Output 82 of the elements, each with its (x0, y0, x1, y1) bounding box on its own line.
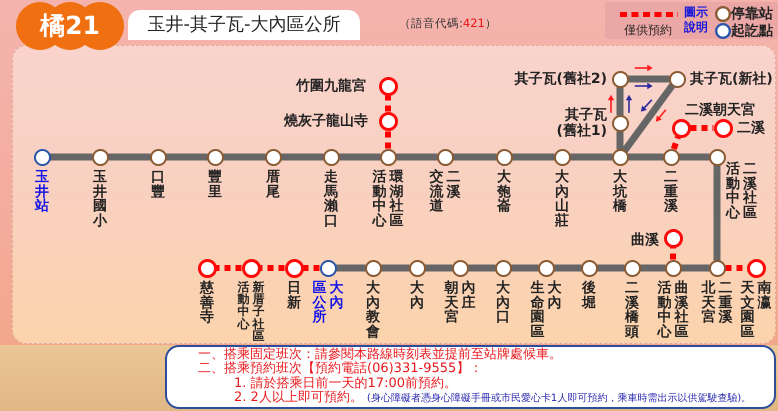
legend-title: 圖示說明 (684, 5, 709, 35)
station-name: 大內生命園區 (530, 281, 562, 339)
route-line (452, 154, 496, 160)
route-line (628, 154, 664, 160)
route-line (50, 154, 92, 160)
station-name: 大匏崙 (497, 170, 511, 214)
station-name: 走馬瀨口 (324, 170, 338, 228)
station-name: 二溪社區活動中心 (726, 162, 757, 220)
station-name: 日新 (287, 281, 301, 310)
station-name: 玉井國小 (93, 170, 107, 228)
dotted-line (304, 265, 320, 271)
note-text: 一、搭乘固定班次：請參閱本路線時刻表並提前至站牌處候車。 (198, 347, 562, 362)
route-line (622, 83, 676, 153)
route-line (424, 264, 452, 272)
route-line (512, 154, 554, 160)
station-name: 玉井站 (35, 170, 49, 214)
route-badge: 橘21 (16, 2, 124, 50)
station-name: 二重溪北天宮 (702, 281, 732, 324)
station-name: 厝尾 (266, 170, 280, 199)
dotted-line (690, 125, 714, 131)
route-line (222, 154, 266, 160)
dotted-line (670, 248, 676, 260)
route-line (678, 154, 710, 160)
notes-box (165, 345, 776, 409)
station-name: 燒灰子龍山寺 (284, 113, 368, 129)
route-line (166, 154, 208, 160)
note-text: 2. 2人以上即可預約。 (234, 390, 363, 405)
route-line (570, 154, 612, 160)
station-name: 大內山莊 (555, 170, 569, 228)
dotted-line (385, 96, 391, 112)
note-text: 1. 請於搭乘日前一天的17:00前預約。 (234, 376, 457, 391)
station-name: 環湖社區活動中心 (372, 170, 404, 228)
station-name: 南瀛天文園區 (740, 281, 772, 339)
legend-text: 僅供預約 (624, 22, 672, 38)
route-line (554, 264, 582, 272)
dotted-line (670, 136, 681, 150)
station-name: 慈善寺 (200, 281, 214, 324)
dotted-line (385, 130, 391, 148)
station-name: 二溪橋頭 (625, 281, 639, 339)
note-text: (身心障礙者憑身心障礙手冊或市民愛心卡1人即可預約，乘車時需出示以供駕駛查驗)。 (366, 393, 752, 404)
station-name: 大坑橋 (613, 170, 627, 214)
station-name: 大內區公所 (312, 281, 344, 324)
title-tab: 玉井-其子瓦-大內區公所 (128, 10, 360, 40)
route-line (616, 86, 624, 116)
station-name: 二溪 (737, 120, 765, 136)
legend-text: 停靠站 (731, 6, 773, 22)
legend-text: 起訖點 (731, 23, 773, 39)
note-text: 二、搭乘預約班次【預約電話(06)331-9555】： (198, 361, 482, 376)
voice-code: （語音代碼:421） (399, 15, 497, 31)
dotted-line (260, 265, 284, 271)
station-name: 大內口 (496, 281, 510, 324)
station-name: 二溪交流道 (430, 170, 460, 214)
dotted-line (216, 265, 242, 271)
station-name: 後堀 (582, 281, 596, 310)
route-line (108, 154, 150, 160)
route-line (714, 164, 720, 260)
station-name: 二溪朝天宮 (685, 102, 755, 118)
route-line (336, 264, 366, 272)
station-name: 口豐 (151, 170, 165, 199)
station-name: 其子瓦(舊社1) (556, 107, 607, 139)
route-line (396, 154, 438, 160)
route-line (596, 264, 624, 272)
route-line (468, 264, 496, 272)
station-name: 二重溪 (664, 170, 678, 214)
station-name: 大內 (410, 281, 424, 310)
station-name: 竹圍九龍宮 (296, 78, 366, 94)
route-line (640, 264, 666, 272)
route-line (280, 154, 324, 160)
station-name: 豐里 (208, 170, 222, 199)
route-line (510, 264, 538, 272)
station-name: 內庄朝天宮 (444, 281, 476, 324)
station-name: 曲溪社區活動中心 (658, 281, 688, 339)
station-name: 曲溪 (631, 232, 659, 248)
route-line (680, 264, 710, 272)
route-line (380, 264, 410, 272)
route-line (616, 130, 624, 150)
route-line (628, 76, 670, 82)
station-name: 其子瓦(舊社2) (514, 71, 607, 87)
station-name: 大內教會 (366, 281, 380, 339)
route-line (338, 154, 380, 160)
station-name: 其子瓦(新社) (690, 71, 773, 87)
station-name: 新厝子社區活動中心 (238, 281, 264, 342)
